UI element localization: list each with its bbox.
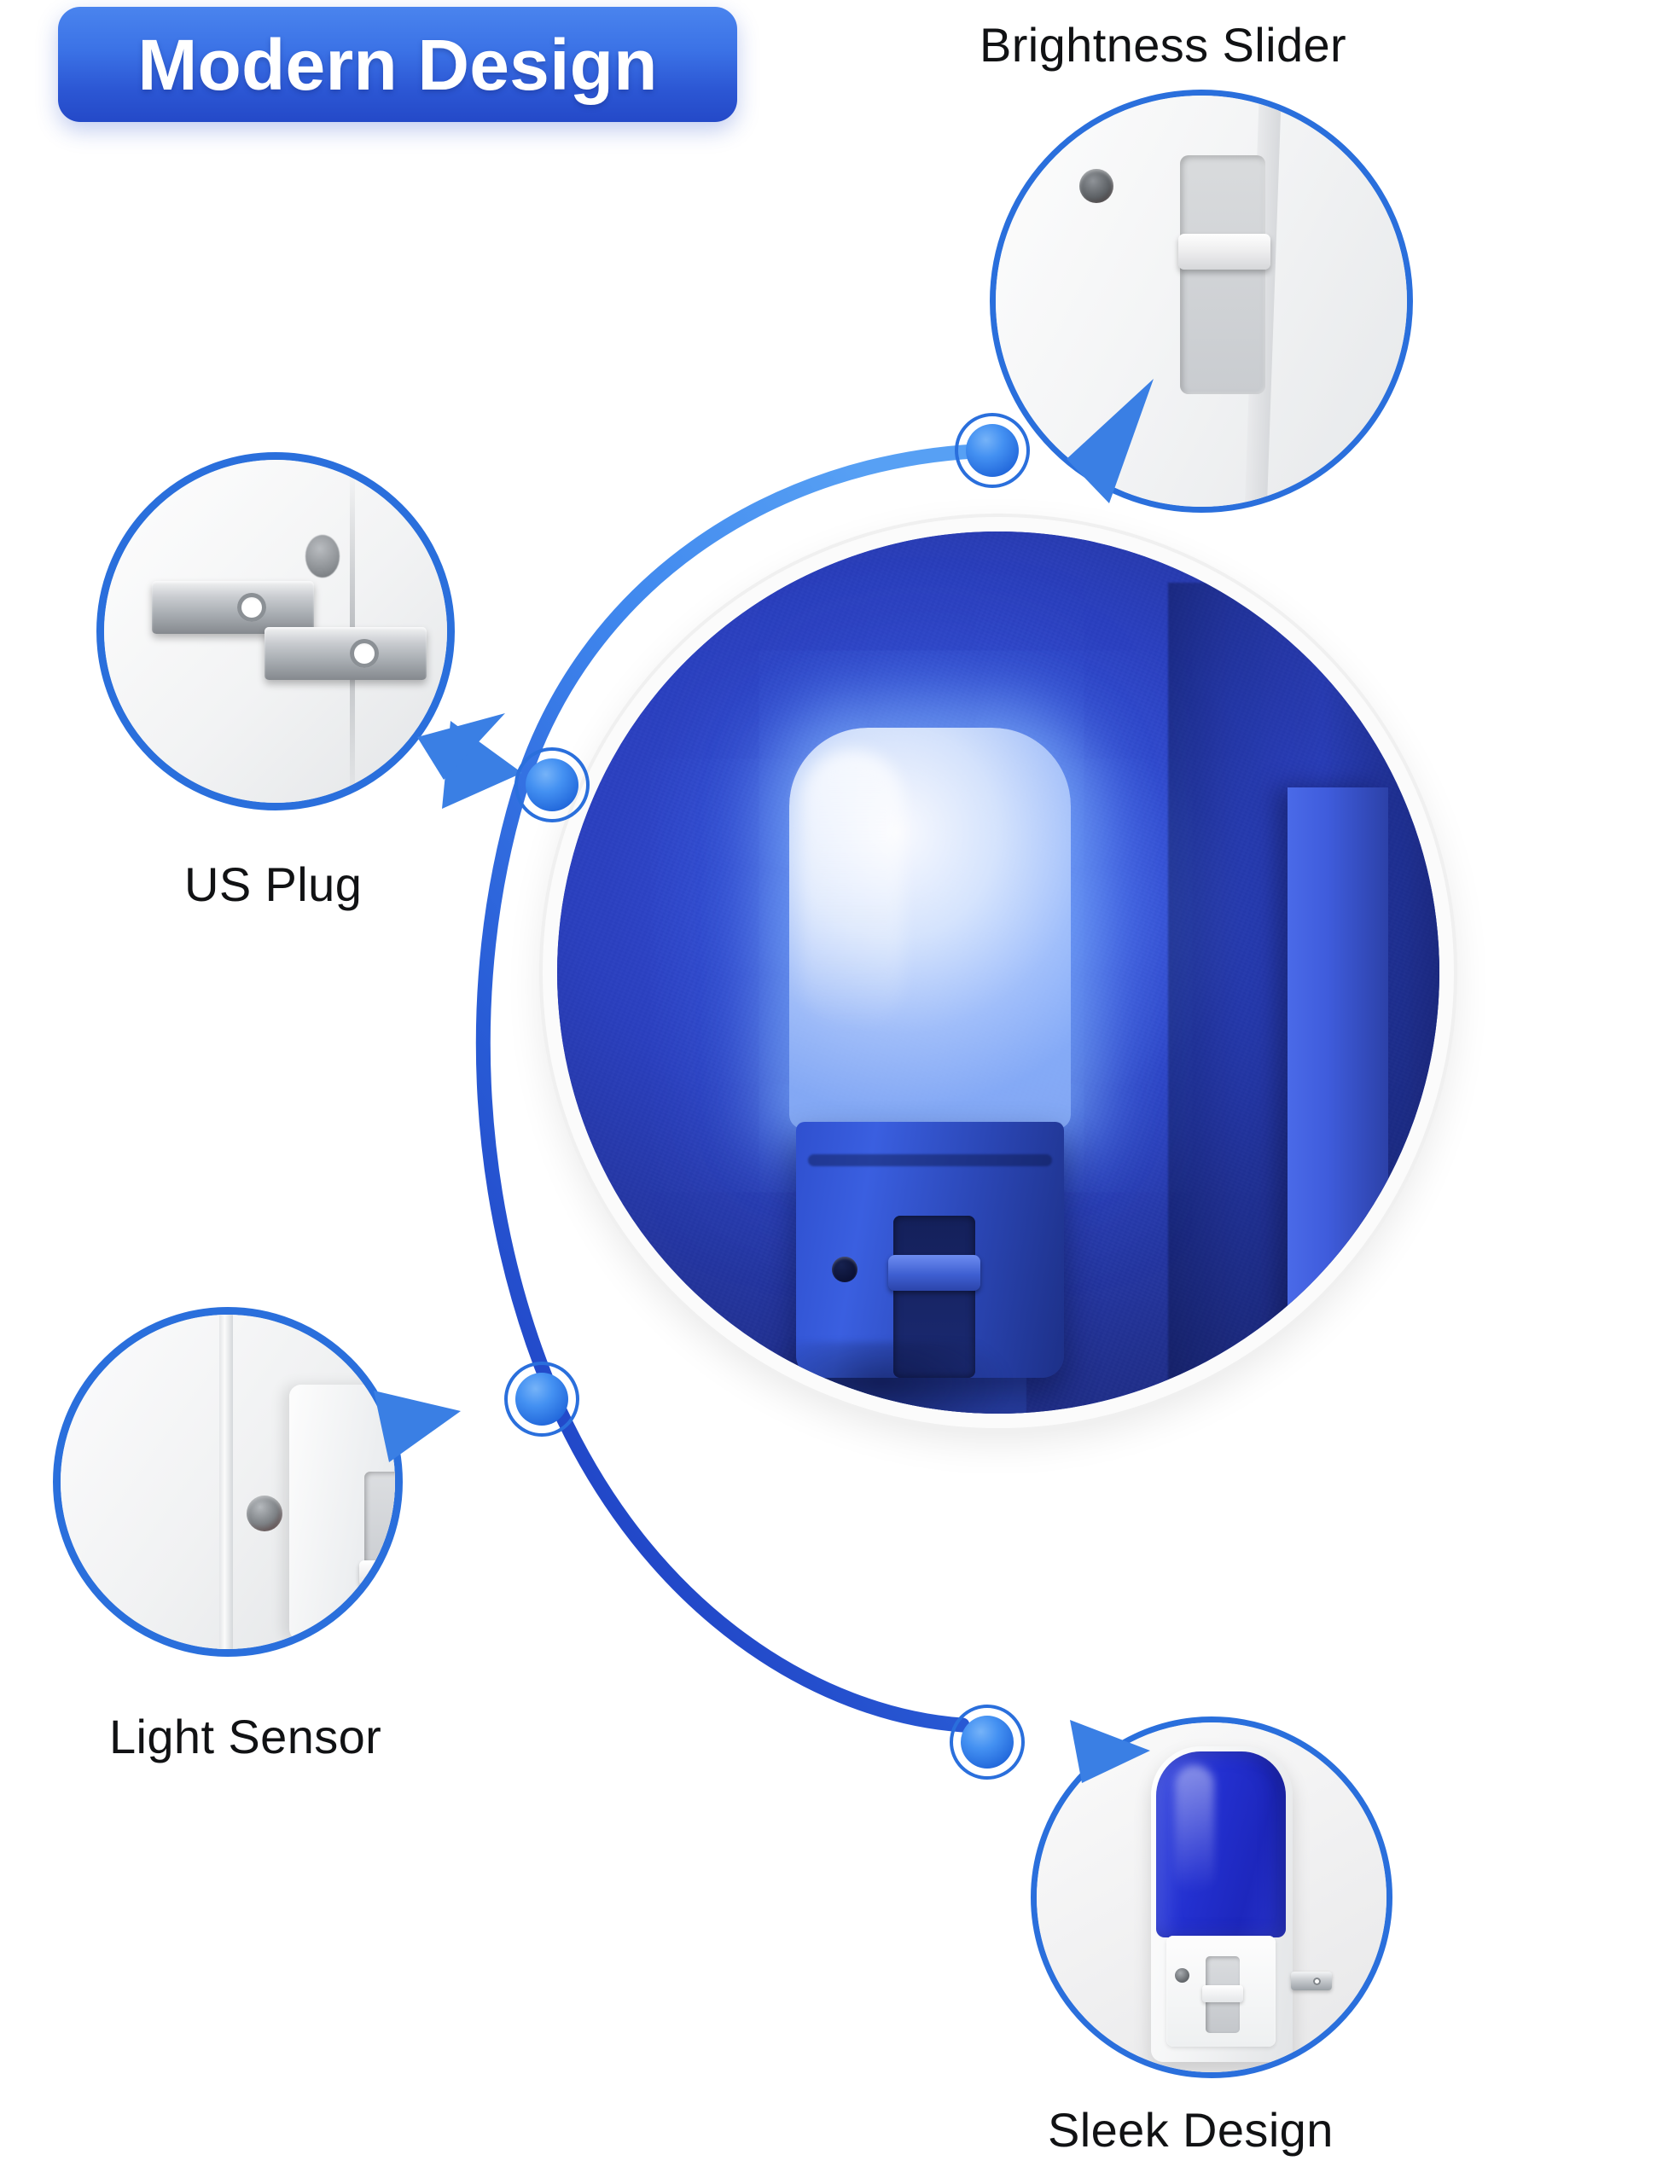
slider-thumb-detail xyxy=(1178,234,1270,270)
callout-light-sensor xyxy=(53,1307,403,1657)
label-us-plug: US Plug xyxy=(184,857,363,911)
product-sensor-icon xyxy=(1175,1968,1189,1983)
label-brightness-slider: Brightness Slider xyxy=(980,18,1347,72)
product-blue-dome xyxy=(1156,1751,1286,1937)
modern-design-badge-label: Modern Design xyxy=(137,24,658,105)
light-diffuser-dome xyxy=(789,728,1071,1129)
sensor-hole-icon xyxy=(1079,169,1113,203)
arc-arrowhead xyxy=(442,721,522,809)
housing-ridge xyxy=(219,1315,233,1649)
connector-dot-sleek-design xyxy=(950,1705,1025,1780)
slider-thumb-partial xyxy=(359,1560,395,1586)
light-sensor-icon xyxy=(832,1257,857,1282)
plug-prong-lower xyxy=(264,627,427,680)
label-sleek-design: Sleek Design xyxy=(1048,2103,1334,2157)
hero-product-circle xyxy=(543,517,1454,1428)
label-light-sensor: Light Sensor xyxy=(109,1710,382,1763)
product-plug-prong xyxy=(1291,1972,1332,1990)
plug-prong-upper xyxy=(152,581,314,634)
night-light-device xyxy=(789,728,1071,1378)
modern-design-badge: Modern Design xyxy=(58,7,737,122)
product-slider-thumb xyxy=(1202,1985,1243,2002)
device-drop-shadow xyxy=(753,1342,1009,1414)
device-seam xyxy=(808,1154,1052,1166)
door-trim xyxy=(1288,787,1388,1414)
callout-us-plug xyxy=(96,452,455,810)
slider-thumb xyxy=(888,1255,980,1291)
housing-dimple xyxy=(305,535,340,578)
slider-track-detail xyxy=(1180,155,1265,394)
prong-hole-upper xyxy=(237,593,266,622)
prong-hole-lower xyxy=(350,639,379,668)
photo-sensor-icon xyxy=(247,1496,282,1531)
callout-brightness-slider xyxy=(990,90,1413,513)
callout-sleek-design xyxy=(1031,1716,1392,2078)
